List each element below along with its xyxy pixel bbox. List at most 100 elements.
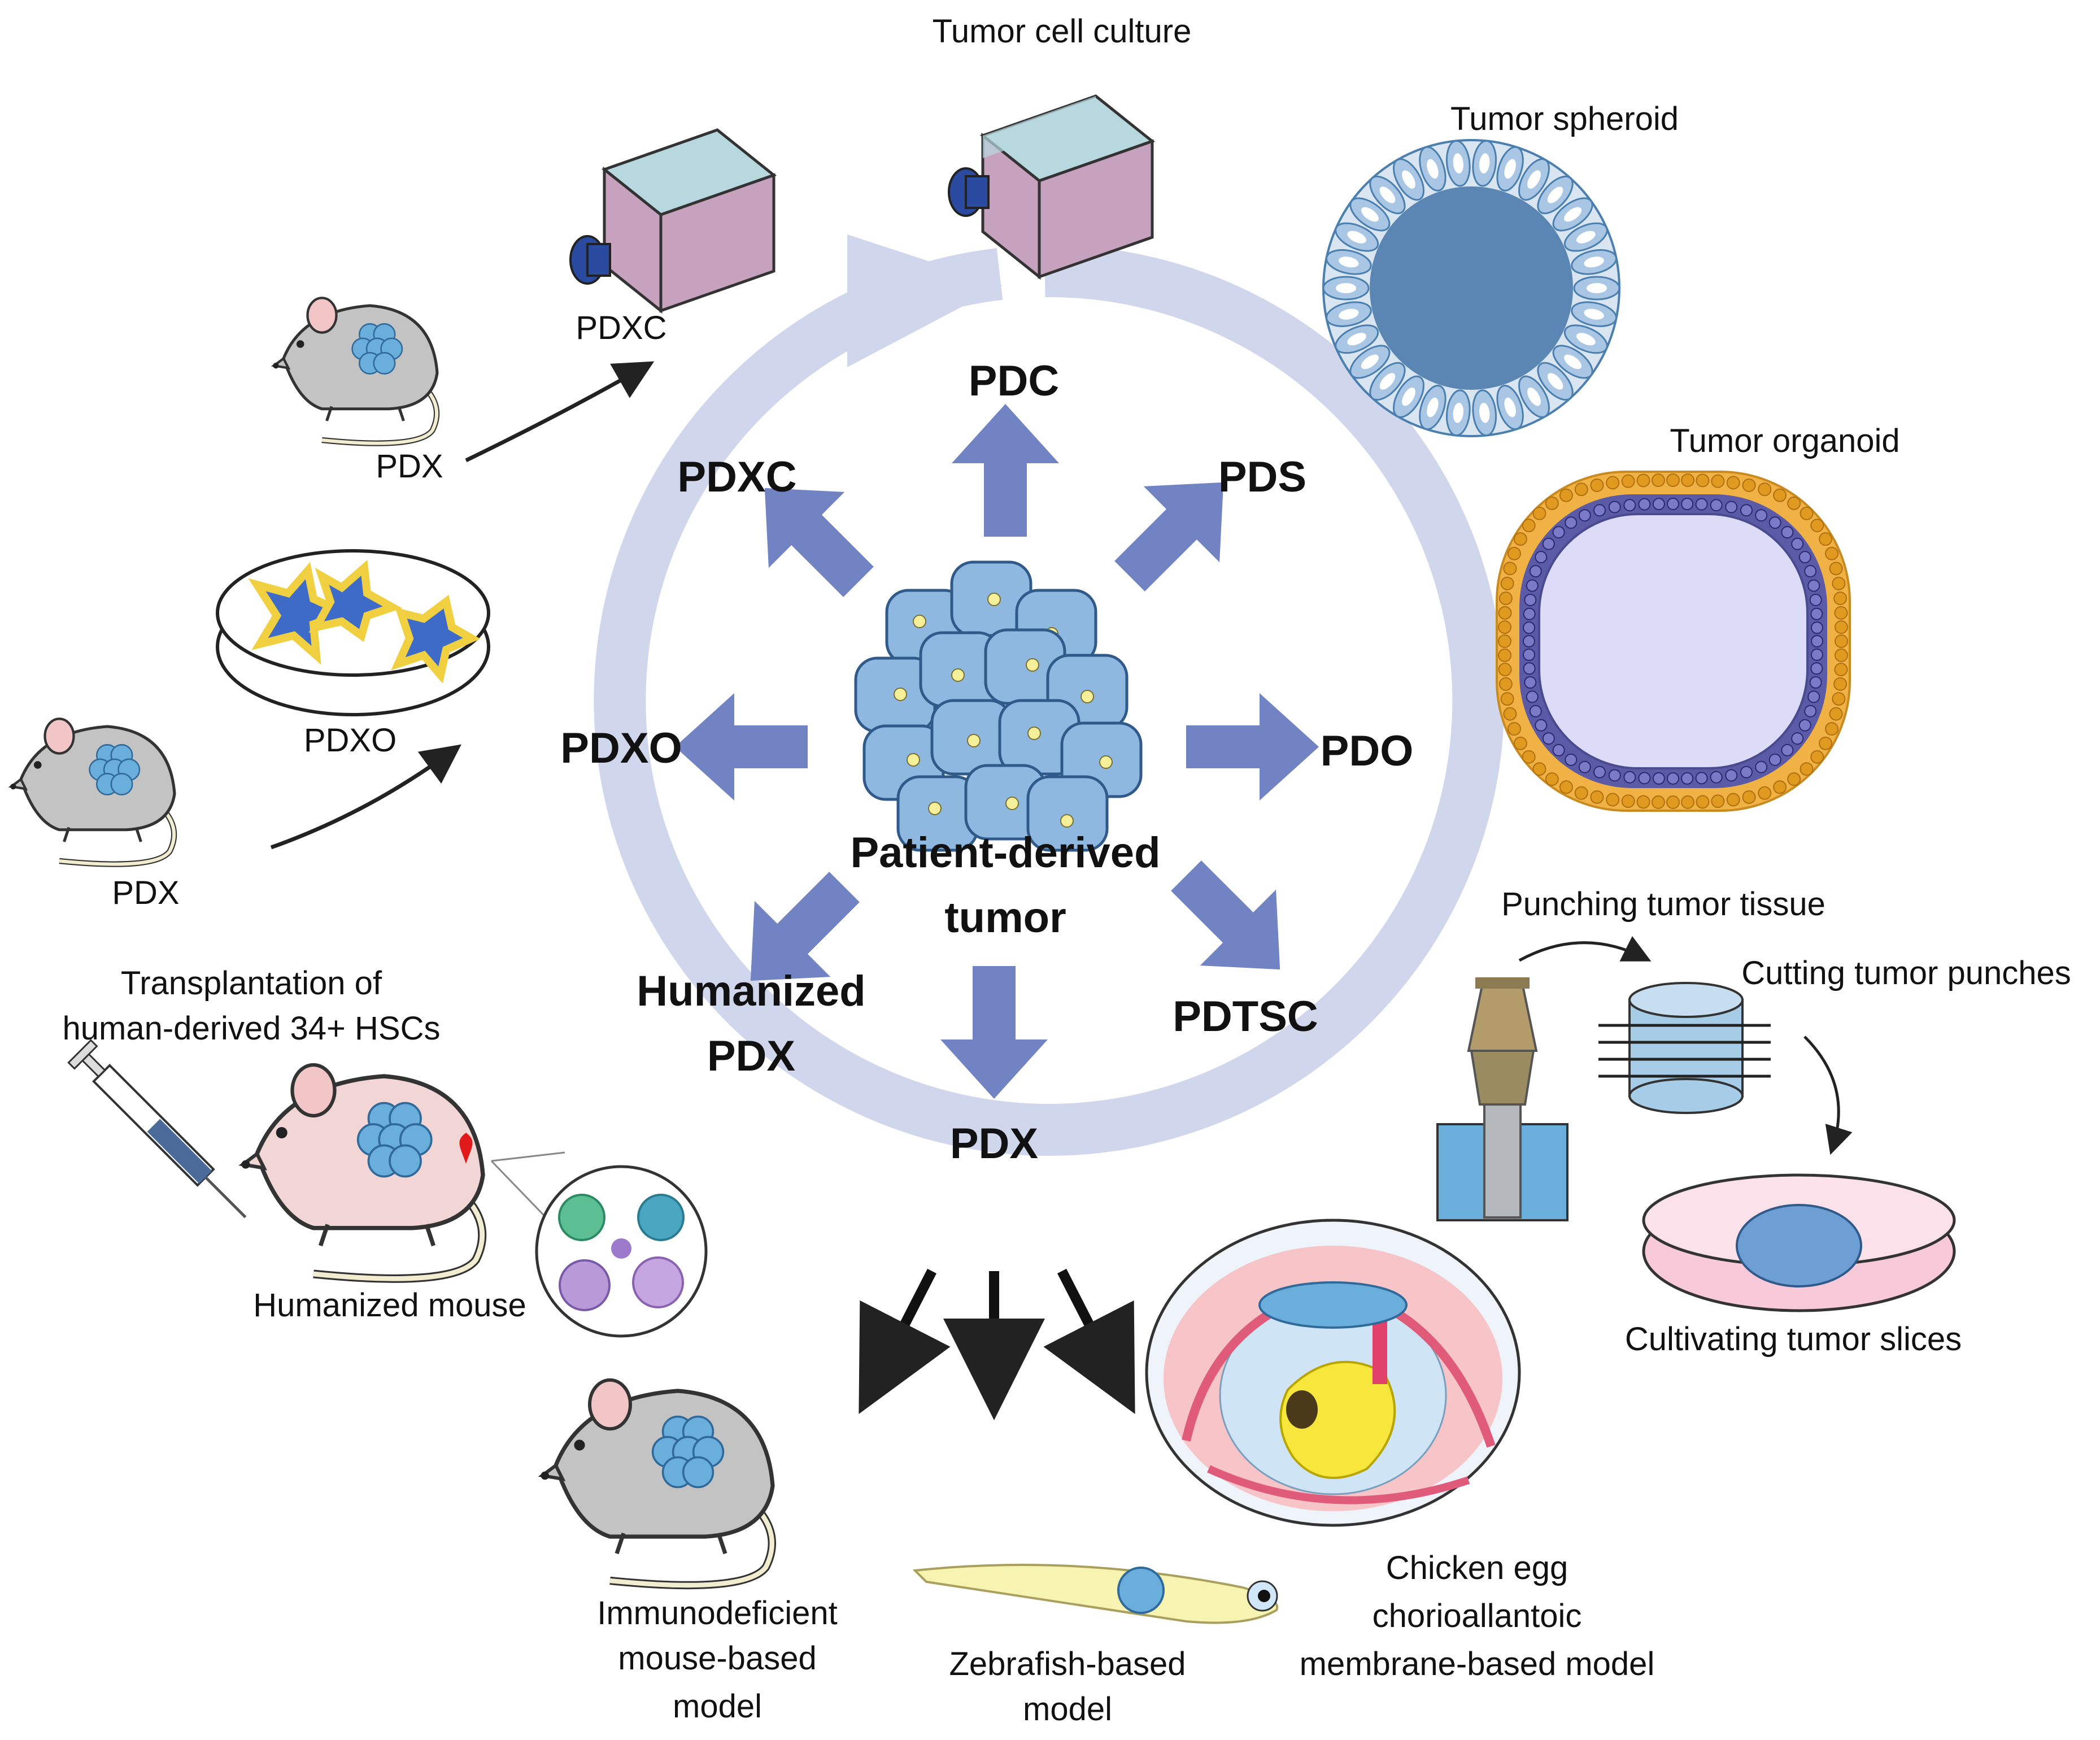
- model-label-pdo: PDO: [1321, 727, 1414, 775]
- center-label-line2: tumor: [944, 894, 1066, 942]
- organoid-inner-cell: [1804, 565, 1817, 578]
- organoid-inner-cell: [1740, 504, 1753, 517]
- organoid-outer-cell: [1835, 634, 1848, 648]
- organoid-outer-cell: [1758, 482, 1772, 497]
- organoid-inner-cell: [1798, 719, 1811, 732]
- organoid-inner-cell: [1638, 772, 1651, 785]
- organoid-inner-cell: [1807, 690, 1820, 703]
- organoid-inner-cell: [1526, 690, 1539, 703]
- organoid-inner-cell: [1638, 498, 1651, 511]
- organoid-inner-cell: [1623, 499, 1636, 512]
- center-label-line1: Patient-derived: [850, 829, 1160, 877]
- organoid-outer-cell: [1742, 478, 1756, 493]
- radial-arrows: [675, 404, 1319, 1099]
- spheroid-cell-nucleus: [1427, 397, 1439, 417]
- organoid-inner-cell: [1523, 662, 1536, 675]
- label-chicken-line3: membrane-based model: [1300, 1646, 1655, 1682]
- organoid-outer-cell: [1666, 473, 1680, 487]
- organoid-inner-cell: [1781, 526, 1794, 539]
- syringe: [67, 1039, 247, 1219]
- tumor-spheroid-illustration: [1322, 139, 1620, 437]
- organoid-outer-cell: [1503, 707, 1517, 721]
- mouse-tumor: [356, 1102, 433, 1178]
- blood-drop-icon: [459, 1133, 473, 1164]
- cell-nucleus: [928, 802, 942, 815]
- model-label-pdxo: PDXO: [560, 724, 682, 772]
- arrow-to-pdtsc: [1171, 860, 1280, 970]
- label-transplant-line1: Transplantation of: [121, 965, 382, 1002]
- organoid-inner-cell: [1529, 704, 1542, 717]
- tumor-organoid-illustration: [1496, 471, 1851, 812]
- organoid-outer-cell: [1621, 794, 1635, 808]
- mouse-ear: [290, 1063, 337, 1118]
- organoid-inner-cell: [1695, 772, 1708, 785]
- model-label-pdtsc: PDTSC: [1173, 993, 1318, 1041]
- cell-nucleus: [907, 753, 920, 767]
- organoid-outer-cell: [1532, 762, 1546, 776]
- organoid-outer-cell: [1832, 692, 1846, 706]
- organoid-outer-cell: [1681, 795, 1695, 809]
- model-label-pdx: PDX: [950, 1120, 1039, 1168]
- organoid-inner-cell: [1524, 593, 1537, 606]
- spheroid-cell-nucleus: [1587, 283, 1607, 293]
- arrow-cut-to-culture: [1803, 1036, 1853, 1155]
- mouse-pdx-top: [271, 297, 440, 446]
- spheroid-cell-nucleus: [1453, 153, 1463, 174]
- organoid-inner-cell: [1552, 526, 1565, 539]
- spheroid-cell-nucleus: [1427, 159, 1439, 179]
- label-tumor-organoid: Tumor organoid: [1670, 423, 1899, 459]
- organoid-inner-cell: [1524, 676, 1537, 689]
- organoid-inner-cell: [1810, 621, 1823, 634]
- organoid-inner-cell: [1791, 537, 1804, 550]
- organoid-outer-cell: [1532, 506, 1546, 520]
- label-immuno-line1: Immunodeficient: [597, 1595, 838, 1632]
- organoid-inner-cell: [1535, 551, 1548, 564]
- organoid-outer-cell: [1758, 786, 1772, 800]
- organoid-outer-cell: [1522, 519, 1536, 533]
- organoid-outer-cell: [1819, 532, 1833, 546]
- organoid-outer-cell: [1498, 677, 1513, 691]
- label-immuno-line2: mouse-based: [618, 1640, 816, 1677]
- organoid-inner-cell: [1523, 607, 1536, 620]
- cell-nucleus: [1005, 797, 1019, 810]
- organoid-inner-cell: [1810, 648, 1823, 661]
- patient-tumor-cluster: [854, 560, 1143, 852]
- organoid-outer-cell: [1498, 663, 1512, 677]
- organoid-outer-cell: [1498, 648, 1512, 662]
- organoid-outer-cell: [1834, 663, 1848, 677]
- organoid-outer-cell: [1498, 591, 1513, 606]
- organoid-outer-cell: [1833, 591, 1848, 606]
- organoid-outer-cell: [1833, 677, 1848, 691]
- cell-nucleus: [987, 593, 1001, 606]
- organoid-outer-cell: [1773, 780, 1787, 794]
- organoid-inner-cell: [1667, 772, 1679, 785]
- organoid-outer-cell: [1800, 762, 1814, 776]
- organoid-outer-cell: [1726, 476, 1740, 490]
- organoid-inner-cell: [1710, 499, 1723, 512]
- organoid-inner-cell: [1804, 704, 1817, 717]
- organoid-outer-cell: [1810, 750, 1824, 764]
- arrow-to-pdc: [952, 404, 1059, 537]
- model-label-pds: PDS: [1218, 453, 1306, 501]
- arrow-pdx-to-pdxo: [270, 744, 461, 850]
- spheroid-cell-nucleus: [1504, 397, 1516, 417]
- spheroid-cell-nucleus: [1379, 373, 1396, 390]
- spheroid-cell-nucleus: [1339, 256, 1359, 268]
- organoid-inner-cell: [1810, 607, 1823, 620]
- organoid-inner-cell: [1755, 509, 1768, 522]
- spheroid-cell-nucleus: [1379, 186, 1396, 203]
- organoid-inner-cell: [1529, 565, 1542, 578]
- organoid-inner-cell: [1681, 498, 1694, 511]
- organoid-outer-cell: [1500, 576, 1514, 590]
- slice-culture-dish: [1642, 1173, 1956, 1312]
- organoid-outer-cell: [1621, 474, 1635, 488]
- spheroid-cell-nucleus: [1339, 308, 1359, 320]
- arrow-pdx-to-pdxc: [465, 361, 655, 463]
- arrow-to-pds: [1114, 482, 1224, 591]
- spheroid-cell-nucleus: [1584, 256, 1604, 268]
- spheroid-cell-nucleus: [1347, 230, 1367, 243]
- organoid-inner-cell: [1593, 765, 1606, 778]
- label-chicken-line2: chorioallantoic: [1373, 1598, 1582, 1634]
- organoid-outer-cell: [1590, 790, 1604, 804]
